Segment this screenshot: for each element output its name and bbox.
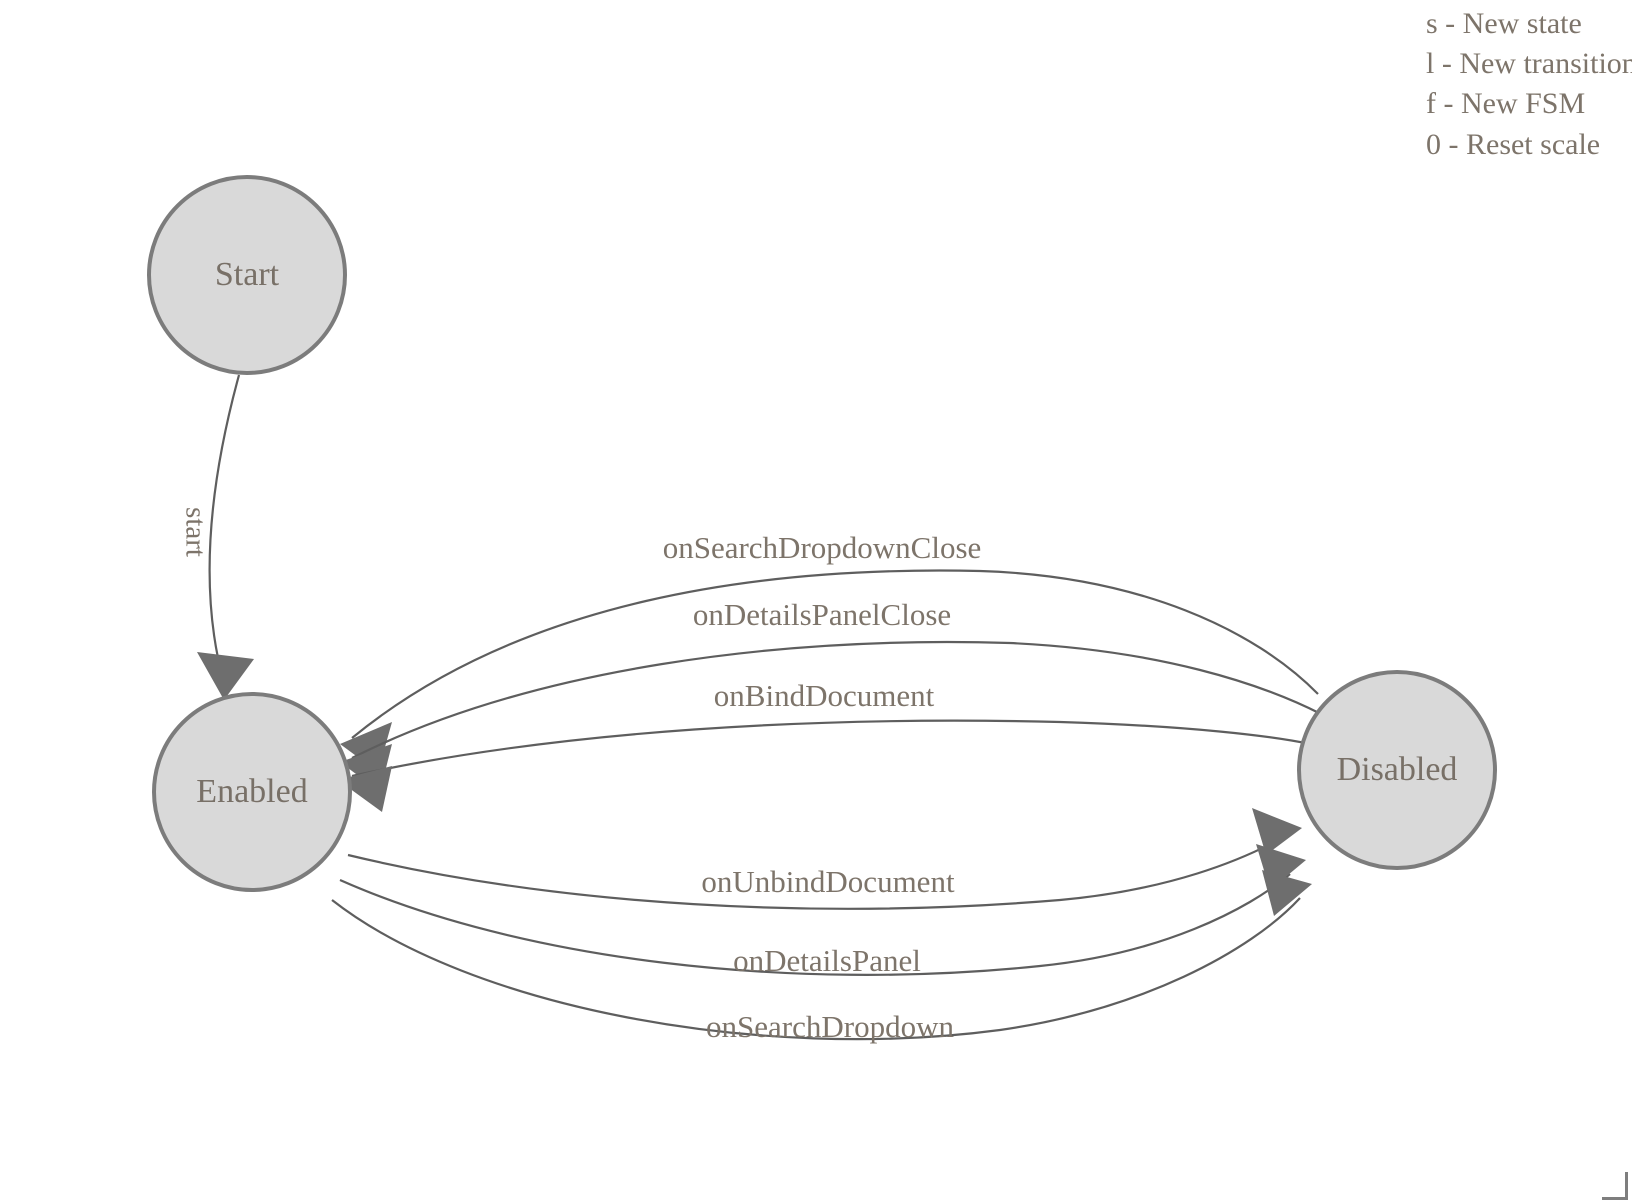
edge-label-onbinddocument: onBindDocument (714, 678, 935, 713)
node-group: Start Enabled Disabled (147, 175, 1497, 892)
resize-corner-horizontal-bar (1602, 1197, 1628, 1200)
state-node-enabled-label: Enabled (196, 773, 307, 810)
edge-onsearchdropdownclose[interactable] (351, 569, 1319, 739)
edge-onunbinddocument[interactable] (347, 837, 1283, 910)
state-node-disabled-label: Disabled (1337, 751, 1458, 788)
resize-corner-vertical-bar (1625, 1172, 1628, 1200)
resize-corner-handle[interactable] (1600, 1168, 1632, 1204)
edge-ondetailspanelclose[interactable] (351, 640, 1322, 759)
state-node-enabled[interactable] (152, 692, 352, 892)
edge-label-ondetailspanel: onDetailsPanel (733, 943, 921, 978)
edge-onbinddocument[interactable] (351, 719, 1311, 778)
state-node-start-label: Start (215, 256, 280, 293)
edge-ondetailspanel[interactable] (339, 873, 1291, 976)
keyboard-shortcuts-overlay: s - New state l - New transition f - New… (1426, 0, 1632, 165)
shortcut-reset-scale: 0 - Reset scale (1426, 127, 1601, 161)
arrowhead-onsearchdropdown (1262, 870, 1312, 916)
state-node-disabled[interactable] (1297, 670, 1497, 870)
edge-label-onsearchdropdown: onSearchDropdown (706, 1009, 954, 1044)
arrowhead-start-to-enabled (197, 652, 254, 700)
edge-label-ondetailspanelclose: onDetailsPanelClose (693, 597, 951, 632)
arrowhead-onunbinddocument (1252, 808, 1302, 855)
shortcut-new-fsm: f - New FSM (1426, 87, 1586, 121)
edge-label-onunbinddocument: onUnbindDocument (701, 864, 955, 899)
edge-label-onsearchdropdownclose: onSearchDropdownClose (663, 530, 982, 565)
state-node-start[interactable] (147, 175, 347, 375)
edge-label-group: start onSearchDropdownClose onDetailsPan… (179, 507, 981, 1044)
shortcut-new-state: s - New state (1426, 7, 1582, 40)
edge-label-start: start (179, 507, 211, 557)
edge-onsearchdropdown[interactable] (331, 897, 1301, 1041)
edge-start-to-enabled[interactable] (208, 374, 241, 659)
arrowhead-onbinddocument (338, 766, 392, 812)
edge-group (197, 374, 1322, 1041)
shortcut-new-transition: l - New transition (1426, 47, 1632, 81)
